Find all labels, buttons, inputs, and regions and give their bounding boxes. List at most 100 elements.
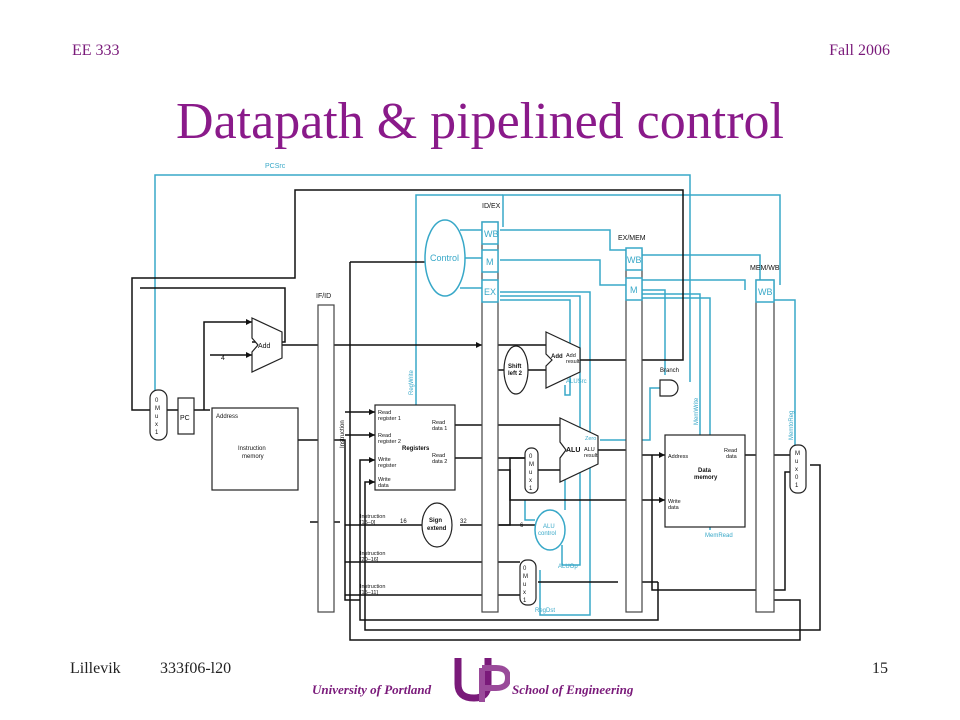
dm-write-a: Write (668, 499, 681, 505)
rr1-b: register 1 (378, 416, 401, 422)
shift-b: left 2 (508, 371, 523, 377)
pc-adder (251, 317, 283, 373)
exmem-wb-field (625, 247, 643, 271)
exmem-label: EX/MEM (618, 235, 646, 242)
exmem-wb-text: WB (627, 255, 642, 265)
thirtytwo-text: 32 (460, 519, 467, 525)
branch-add-c: result (566, 359, 580, 365)
alumux-u: u (529, 470, 532, 476)
instruction-bus-label: Instruction (340, 420, 346, 448)
memwb-register (755, 279, 775, 613)
rd1-b: data 1 (432, 426, 447, 432)
field2-b: [20–16] (360, 557, 379, 563)
field2-a: Instruction (360, 551, 385, 557)
sign-extend-unit (421, 502, 453, 548)
idex-label: ID/EX (482, 203, 501, 210)
dm-write-b: data (668, 505, 680, 511)
instruction-memory (211, 407, 299, 491)
alumux-m: M (529, 462, 534, 468)
alu-text: ALU (566, 447, 580, 454)
exmem-m-field (625, 277, 643, 301)
alu-unit (559, 417, 599, 483)
control-text: Control (430, 253, 459, 263)
branch-add-b: Add (566, 353, 576, 359)
branch-label: Branch (660, 368, 679, 374)
idex-m-field (481, 249, 499, 273)
exmem-m-text: M (630, 285, 638, 295)
rd1-a: Read (432, 420, 445, 426)
rr1-a: Read (378, 410, 391, 416)
alu-control-unit (534, 509, 566, 551)
alumux-0: 0 (529, 454, 533, 460)
im-address: Address (216, 414, 238, 420)
page-number: 15 (872, 660, 888, 677)
field3-b: [15–11] (360, 590, 378, 596)
alusrc-label: ALUSrc (566, 379, 587, 385)
field3-a: Instruction (360, 584, 385, 590)
branch-and-gate (659, 379, 679, 397)
im-name-2: memory (242, 454, 264, 460)
wbmux-x: x (795, 467, 798, 473)
memread-label: MemRead (705, 533, 733, 539)
shift-left-unit (503, 345, 529, 395)
dm-address: Address (668, 454, 688, 460)
pcmux-u: u (155, 414, 158, 420)
university-logo-icon (454, 658, 510, 702)
wbmux-u: u (795, 459, 798, 465)
idex-ex-text: EX (484, 287, 496, 297)
diagram-labels: PCSrc ID/EX EX/MEM MEM/WB IF/ID WB M EX … (155, 163, 800, 614)
arrowheads (246, 319, 665, 503)
university-name: University of Portland (312, 682, 432, 697)
control-unit (424, 219, 466, 297)
author-footer: Lillevik (70, 660, 121, 677)
pc-add-text: Add (258, 343, 271, 350)
wd-b: data (378, 483, 390, 489)
branch-adder (545, 331, 581, 389)
regdstmux-x: x (523, 590, 526, 596)
aluctl-a: ALU (543, 524, 555, 530)
pcmux-m: M (155, 406, 160, 412)
field1-b: [15–0] (360, 520, 376, 526)
memwb-wb-field (755, 279, 775, 303)
field1-a: Instruction (360, 514, 385, 520)
memwb-label: MEM/WB (750, 265, 780, 272)
wbmux-0: M (795, 451, 800, 457)
dm-read-b: data (726, 454, 738, 460)
course-code-footer: 333f06-l20 (160, 660, 232, 677)
rr2-a: Read (378, 433, 391, 439)
branch-add-a: Add (551, 354, 563, 360)
aluop-label: ALUOp (558, 564, 578, 570)
sign-a: Sign (429, 518, 442, 524)
regdstmux-m: M (523, 574, 528, 580)
pcmux-0: 0 (155, 398, 159, 404)
alumux-1: 1 (529, 486, 533, 492)
pc-text: PC (180, 415, 190, 422)
memwb-wb-text: WB (758, 287, 773, 297)
regwrite-label: RegWrite (409, 369, 415, 395)
memwrite-label: MemWrite (694, 397, 700, 425)
sign-b: extend (427, 526, 447, 532)
memtoreg-label: MemtoReg (789, 411, 795, 440)
alu-result-a: ALU (584, 447, 595, 453)
four-text: 4 (221, 355, 225, 362)
pipeline-registers (317, 221, 775, 613)
sixteen-text: 16 (400, 519, 407, 525)
zero-text: Zero (585, 436, 596, 442)
six-text: 6 (520, 523, 524, 529)
wr-b: register (378, 463, 397, 469)
rd2-a: Read (432, 453, 445, 459)
pc-mux (149, 389, 168, 441)
wbmux-1: 0 (795, 475, 799, 481)
alu-result-b: result (584, 453, 598, 459)
ifid-register (317, 304, 335, 613)
alusrc-mux (524, 447, 539, 494)
aluctl-b: control (538, 531, 556, 537)
memtoreg-mux (789, 444, 807, 494)
data-lines (131, 189, 821, 641)
wbmux-1b: 1 (795, 483, 799, 489)
rr2-b: register 2 (378, 439, 401, 445)
im-name-1: Instruction (238, 446, 266, 452)
idex-wb-text: WB (484, 229, 499, 239)
